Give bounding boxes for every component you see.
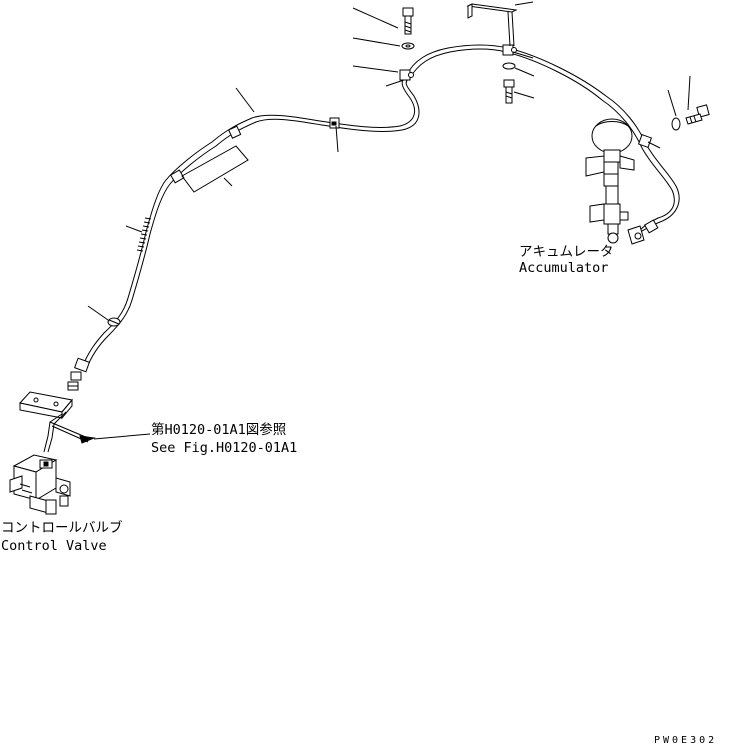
control-valve-label-en: Control Valve: [1, 538, 107, 554]
accumulator-label-jp: アキュムレータ: [519, 244, 614, 260]
washer-hole: [405, 44, 411, 48]
pilot-line: [47, 411, 67, 453]
see-figure-label-jp: 第H0120-01A1図参照: [151, 421, 286, 438]
pilot-line: [43, 413, 63, 453]
see-figure-label-en: See Fig.H0120-01A1: [151, 440, 297, 456]
control-valve-drawing: [9, 454, 71, 515]
hose-clamp: [228, 125, 242, 139]
reference-leader: [93, 433, 151, 440]
washer: [671, 117, 681, 131]
bolt: [503, 79, 515, 104]
bolt: [685, 104, 710, 125]
mounting-bracket: [19, 391, 73, 420]
hose-clamp: [329, 117, 340, 129]
accumulator-label-en: Accumulator: [519, 260, 608, 276]
drawing-code: PW0E302: [654, 735, 717, 745]
washer: [502, 62, 516, 70]
arrow-head-icon: [79, 435, 96, 444]
hose-end-fitting: [67, 357, 90, 391]
hose-clamp: [399, 69, 414, 81]
hose-protector-sleeve: [136, 217, 152, 252]
accumulator-drawing: [585, 118, 659, 245]
reference-leader: [49, 421, 89, 439]
hose-clamp: [169, 169, 185, 184]
callout-leaders: [87, 1, 691, 321]
control-valve-label-jp: コントロールバルブ: [1, 519, 123, 536]
hose-clamp: [107, 317, 121, 327]
bolt: [402, 7, 414, 35]
support-bracket: [466, 3, 518, 47]
hose-clamp: [502, 44, 517, 56]
callout-bracket: [181, 145, 249, 193]
